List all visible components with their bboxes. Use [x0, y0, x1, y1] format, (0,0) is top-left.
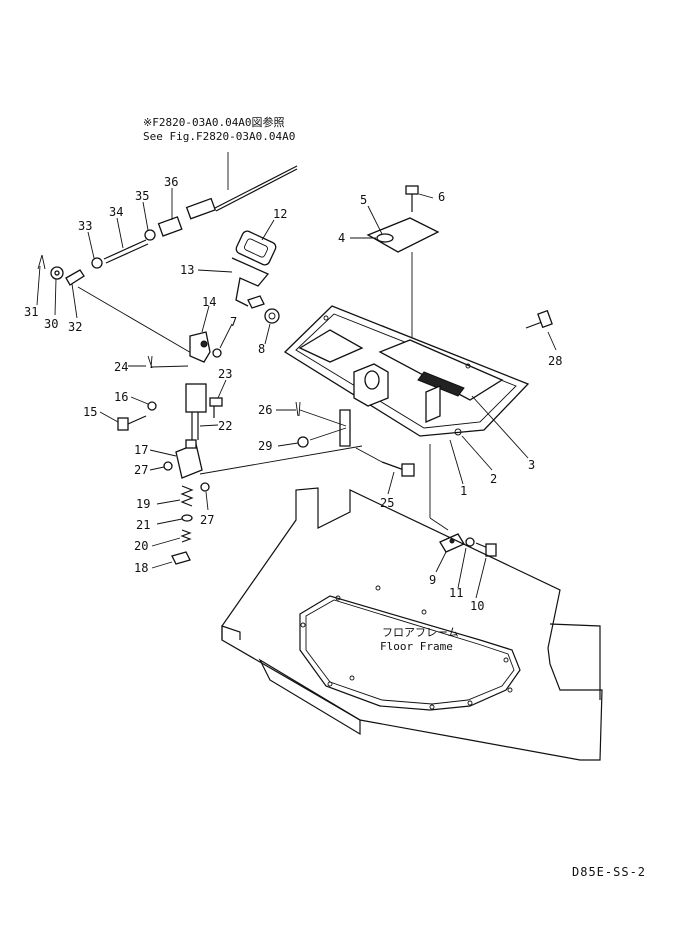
- callout-34: 34: [109, 205, 123, 219]
- callout-19: 19: [136, 497, 150, 511]
- callout-31: 31: [24, 305, 38, 319]
- control-cable: [185, 152, 298, 220]
- part-11-washer: [465, 537, 475, 547]
- callout-20: 20: [134, 539, 148, 553]
- callout-36: 36: [164, 175, 178, 189]
- floor-plate: [283, 305, 530, 447]
- drawing-code: D85E-SS-2: [572, 865, 646, 879]
- callout-25: 25: [380, 496, 394, 510]
- callout-35: 35: [135, 189, 149, 203]
- reference-note-jp: ※F2820-03A0.04A0図参照: [143, 115, 285, 129]
- floor-frame-label-jp: フロアフレーム: [382, 626, 459, 639]
- part-13-bracket: [231, 257, 270, 307]
- part-35-nut: [144, 229, 156, 241]
- callout-10: 10: [470, 599, 484, 613]
- part-18-clip: [171, 551, 191, 565]
- gasket-bracket: [231, 230, 277, 309]
- callout-16: 16: [114, 390, 128, 404]
- callout-1: 1: [460, 484, 467, 498]
- part-21-washer: [181, 514, 193, 522]
- callout-32: 32: [68, 320, 82, 334]
- callout-22: 22: [218, 419, 232, 433]
- callout-3: 3: [528, 458, 535, 472]
- part-3-grommet: [417, 371, 465, 397]
- part-27-washer-a: [163, 461, 173, 471]
- callout-24: 24: [114, 360, 128, 374]
- callout-numbers: 1 2 3 4 5 6 7 8 9 10 11 12 13 14 15 16 1…: [24, 175, 562, 613]
- callout-8: 8: [258, 342, 265, 356]
- part-7-nut: [212, 348, 222, 358]
- callout-27-a: 27: [134, 463, 148, 477]
- part-12-gasket: [235, 230, 277, 266]
- part-17-clevis: [175, 439, 203, 479]
- callout-21: 21: [136, 518, 150, 532]
- floor-frame-label-en: Floor Frame: [380, 640, 453, 653]
- callout-7: 7: [230, 315, 237, 329]
- callout-12: 12: [273, 207, 287, 221]
- part-15-bolt: [117, 415, 147, 431]
- callout-27-b: 27: [200, 513, 214, 527]
- callout-4: 4: [338, 231, 345, 245]
- part-8-nut: [264, 308, 280, 324]
- callout-6: 6: [438, 190, 445, 204]
- part-29-nut: [297, 436, 309, 448]
- callout-30: 30: [44, 317, 58, 331]
- part-22-rod: [185, 383, 207, 440]
- part-26-pin: [295, 401, 301, 417]
- callout-15: 15: [83, 405, 97, 419]
- part-31-pin: [37, 254, 46, 270]
- floor-frame: [221, 487, 603, 761]
- callout-26: 26: [258, 403, 272, 417]
- part-6-bolt-head: [405, 185, 419, 195]
- part-14-lever: [189, 331, 211, 363]
- part-23-bolt: [209, 397, 223, 418]
- callout-17: 17: [134, 443, 148, 457]
- part-27-washer-b: [200, 482, 210, 492]
- callout-29: 29: [258, 439, 272, 453]
- part-32-joint: [65, 269, 85, 286]
- part-20-spring: [180, 529, 192, 543]
- part-28-bolt: [525, 309, 557, 351]
- callout-11: 11: [449, 586, 463, 600]
- callout-14: 14: [202, 295, 216, 309]
- callout-23: 23: [218, 367, 232, 381]
- callout-9: 9: [429, 573, 436, 587]
- part-25-bolt: [355, 447, 415, 477]
- callout-5: 5: [360, 193, 367, 207]
- part-19-spring: [180, 485, 194, 507]
- reference-note-en: See Fig.F2820-03A0.04A0: [143, 130, 295, 143]
- part-36-sleeve: [157, 216, 183, 237]
- callout-2: 2: [490, 472, 497, 486]
- callout-18: 18: [134, 561, 148, 575]
- callout-13: 13: [180, 263, 194, 277]
- part-16-washer: [147, 401, 157, 411]
- part-33-nut: [91, 257, 103, 269]
- cover-plate: [366, 185, 440, 390]
- part-10-bolt: [475, 542, 497, 557]
- part-24-pin: [147, 355, 153, 369]
- lever-assembly: [189, 331, 222, 363]
- callout-28: 28: [548, 354, 562, 368]
- rod-assembly: [37, 216, 183, 286]
- callout-33: 33: [78, 219, 92, 233]
